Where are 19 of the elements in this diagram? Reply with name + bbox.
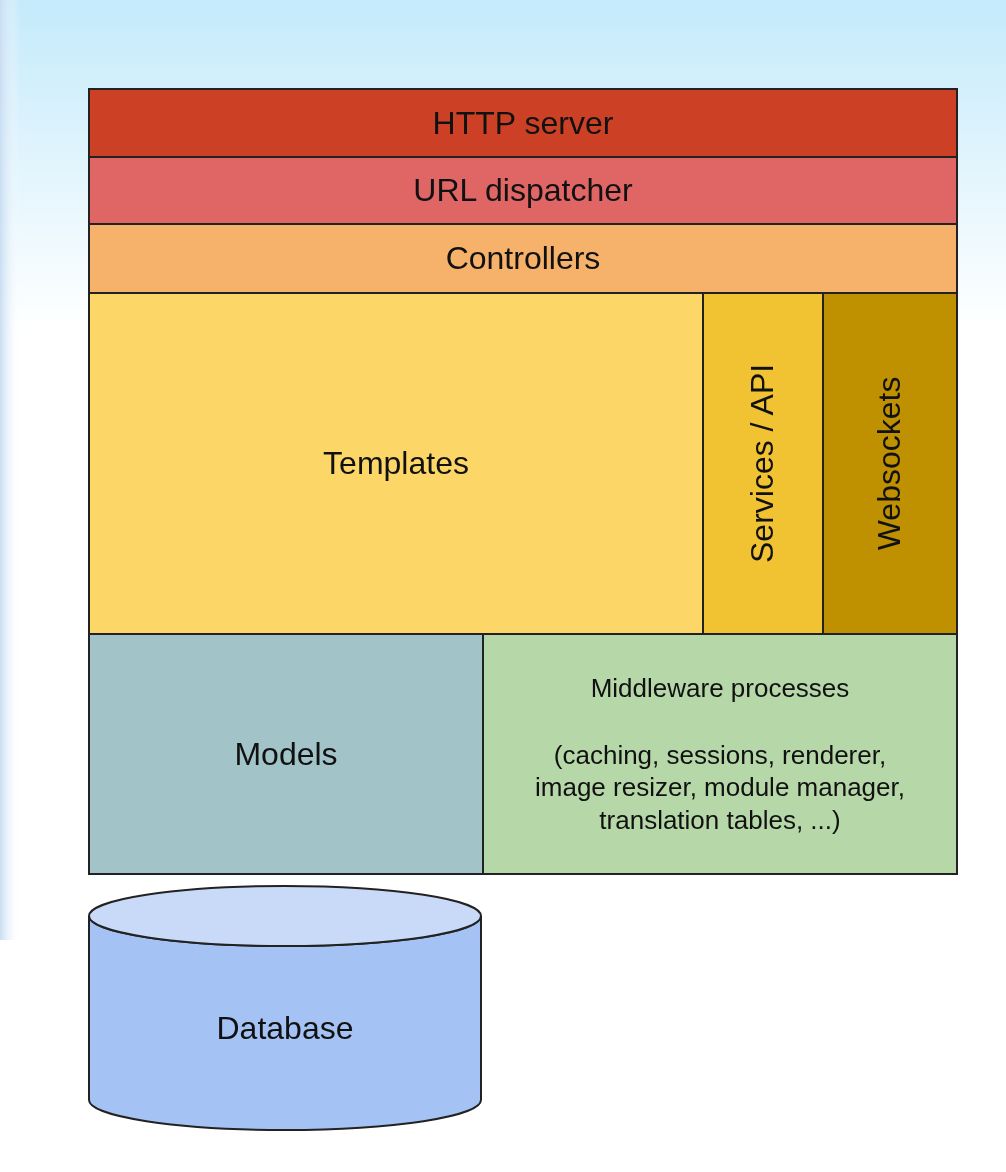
layer-label: Services / API (744, 363, 782, 564)
layer-label: Models (234, 735, 338, 773)
layer-label: URL dispatcher (413, 172, 633, 209)
layer-box (88, 223, 958, 294)
layer-label: Templates (323, 445, 469, 482)
layer-title: Middleware processes (590, 672, 850, 705)
layer-label: HTTP server (432, 104, 614, 142)
database-cylinder (88, 885, 482, 1131)
layer-label: Database (216, 1009, 354, 1047)
layer-box (88, 156, 958, 225)
layer-label: Websockets (871, 376, 909, 551)
vertical-layer-box (702, 292, 824, 635)
layer-description: (caching, sessions, renderer, image resizer, module manager, translation tables, ...) (534, 738, 906, 836)
layer-box (88, 292, 704, 635)
layer-box (482, 633, 958, 875)
layer-box (88, 88, 958, 158)
vertical-layer-box (822, 292, 958, 635)
layer-label: Controllers (445, 240, 601, 277)
layer-box (88, 633, 484, 875)
